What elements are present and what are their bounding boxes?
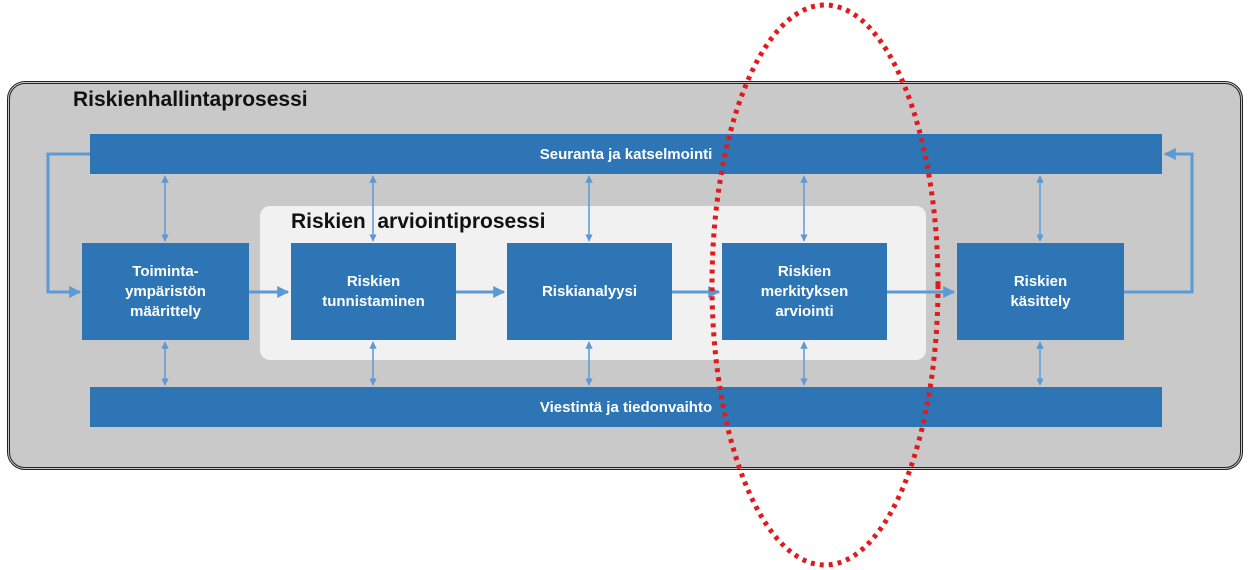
communication-consultation-bar: Viestintä ja tiedonvaihto (90, 387, 1162, 427)
feedback-arrow-right (1124, 148, 1194, 294)
step-context-definition: Toiminta- ympäristön määrittely (82, 243, 249, 340)
step-risk-evaluation: Riskien merkityksen arviointi (722, 243, 887, 340)
step-risk-treatment: Riskien käsittely (957, 243, 1124, 340)
highlight-ellipse (709, 2, 941, 568)
step-risk-analysis: Riskianalyysi (507, 243, 672, 340)
monitoring-review-bar: Seuranta ja katselmointi (90, 134, 1162, 174)
step-risk-identification: Riskien tunnistaminen (291, 243, 456, 340)
feedback-arrow-left (46, 152, 90, 298)
risk-assessment-process-title: Riskien arviointiprosessi (291, 210, 546, 233)
risk-management-process-title: Riskienhallintaprosessi (73, 88, 308, 111)
